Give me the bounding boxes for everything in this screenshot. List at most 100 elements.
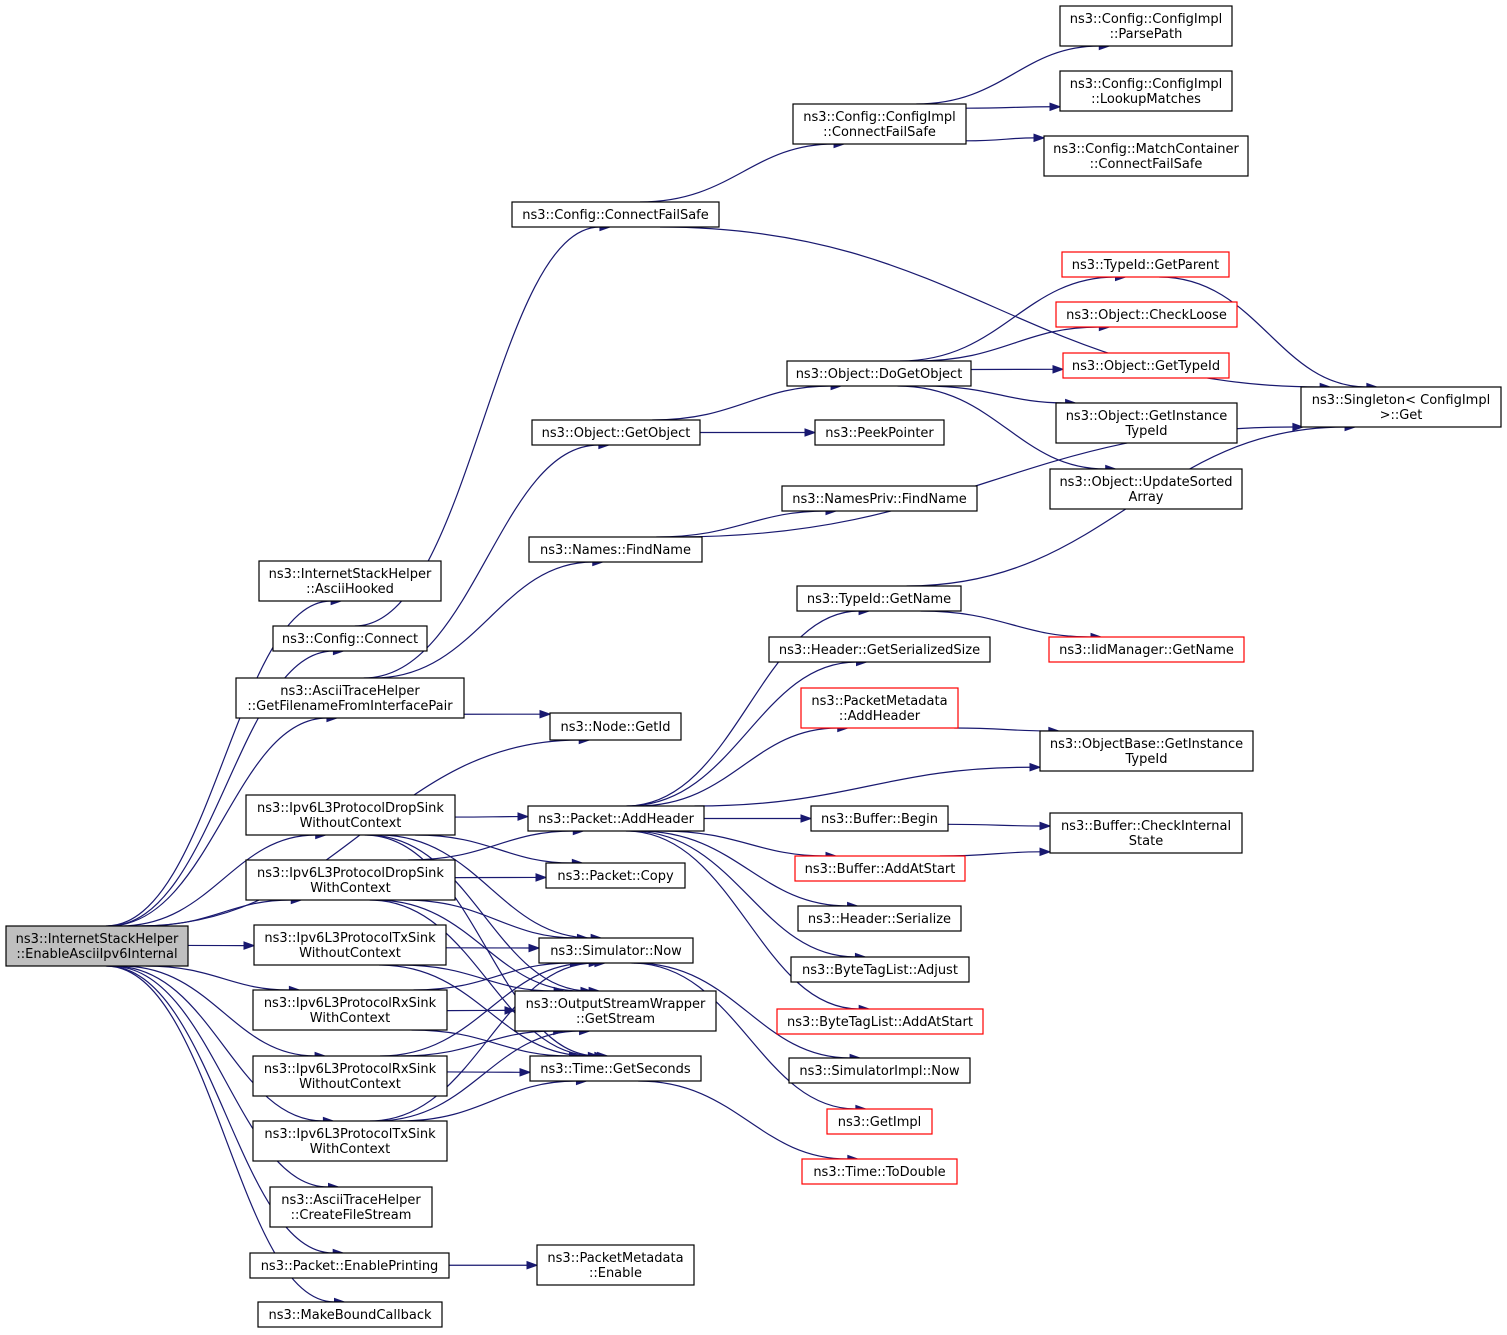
- node-label: ::GetFilenameFromInterfacePair: [247, 699, 453, 714]
- node-label: Array: [1128, 490, 1163, 505]
- node-cfgMatchCont[interactable]: ns3::Config::MatchContainer::ConnectFail…: [1043, 135, 1249, 177]
- node-singletonGet[interactable]: ns3::Singleton< ConfigImpl >::Get: [1300, 386, 1502, 428]
- node-label: ::GetStream: [576, 1012, 655, 1027]
- node-timeToDouble[interactable]: ns3::Time::ToDouble: [801, 1158, 958, 1185]
- node-pmEnable[interactable]: ns3::PacketMetadata::Enable: [536, 1244, 695, 1286]
- node-label: >::Get: [1380, 408, 1423, 423]
- node-asciiHooked[interactable]: ns3::InternetStackHelper::AsciiHooked: [258, 560, 442, 602]
- node-label: WithoutContext: [299, 1077, 401, 1092]
- node-osGetStream[interactable]: ns3::OutputStreamWrapper::GetStream: [514, 990, 717, 1032]
- node-pktCopy[interactable]: ns3::Packet::Copy: [545, 862, 686, 889]
- node-label: ns3::MakeBoundCallback: [268, 1308, 432, 1323]
- call-edge-typeIdGetName-iidGetName: [920, 610, 1103, 642]
- node-cfgLookup[interactable]: ns3::Config::ConfigImpl::LookupMatches: [1059, 70, 1233, 112]
- node-label: ns3::TypeId::GetParent: [1072, 258, 1220, 273]
- call-edge-bufBegin-bufCheckInt: [947, 821, 1052, 831]
- node-label: ns3::Object::UpdateSorted: [1059, 475, 1232, 490]
- node-label: ns3::Singleton< ConfigImpl: [1312, 393, 1490, 408]
- node-headerSerialize[interactable]: ns3::Header::Serialize: [797, 905, 962, 932]
- node-getFilename[interactable]: ns3::AsciiTraceHelper::GetFilenameFromIn…: [235, 677, 465, 719]
- node-pktAddHeader[interactable]: ns3::Packet::AddHeader: [527, 805, 705, 832]
- node-label: ns3::Object::DoGetObject: [796, 367, 963, 382]
- call-edge-rxSinkWO-osGetStream: [400, 1026, 566, 1057]
- node-label: ::LookupMatches: [1091, 92, 1201, 107]
- node-objGetTypeId[interactable]: ns3::Object::GetTypeId: [1062, 352, 1230, 379]
- call-edge-doGetObject-objGetTypeId: [970, 364, 1065, 374]
- node-label: ns3::Config::ConnectFailSafe: [522, 208, 709, 223]
- node-label: ns3::Time::ToDouble: [813, 1165, 945, 1180]
- node-doGetObject[interactable]: ns3::Object::DoGetObject: [786, 360, 972, 387]
- node-createFileStream[interactable]: ns3::AsciiTraceHelper::CreateFileStream: [269, 1186, 433, 1228]
- node-objGetObject[interactable]: ns3::Object::GetObject: [531, 419, 701, 446]
- node-bufAddAtStart[interactable]: ns3::Buffer::AddAtStart: [794, 855, 966, 882]
- node-label: ns3::Buffer::AddAtStart: [805, 862, 956, 877]
- node-root[interactable]: ns3::InternetStackHelper::EnableAsciiIpv…: [5, 925, 189, 967]
- node-label: ns3::SimulatorImpl::Now: [799, 1064, 960, 1079]
- node-label: ::Enable: [589, 1266, 642, 1281]
- node-label: ns3::Ipv6L3ProtocolDropSink: [257, 801, 444, 816]
- node-cfgConnect[interactable]: ns3::Config::Connect: [272, 625, 428, 652]
- call-edge-txSinkWO-simNow: [445, 943, 541, 953]
- node-label: ns3::GetImpl: [838, 1115, 922, 1130]
- node-timeGetSeconds[interactable]: ns3::Time::GetSeconds: [529, 1055, 702, 1082]
- node-simNow[interactable]: ns3::Simulator::Now: [538, 937, 694, 964]
- node-typeIdGetName[interactable]: ns3::TypeId::GetName: [796, 585, 962, 612]
- node-label: ns3::PacketMetadata: [547, 1251, 683, 1266]
- call-edge-pktAddHeader-bufBegin: [704, 814, 813, 823]
- node-label: ns3::Names::FindName: [540, 543, 691, 558]
- node-getImpl[interactable]: ns3::GetImpl: [826, 1108, 933, 1135]
- node-iidGetName[interactable]: ns3::IidManager::GetName: [1048, 636, 1245, 663]
- node-cfgConnectFS[interactable]: ns3::Config::ConnectFailSafe: [511, 201, 720, 228]
- node-objCheckLoose[interactable]: ns3::Object::CheckLoose: [1055, 301, 1238, 328]
- node-dropSinkWO[interactable]: ns3::Ipv6L3ProtocolDropSinkWithoutContex…: [245, 794, 456, 836]
- node-typeIdGetParent[interactable]: ns3::TypeId::GetParent: [1061, 251, 1230, 278]
- call-edge-root-txSinkWO: [187, 941, 256, 950]
- node-headerGetSer[interactable]: ns3::Header::GetSerializedSize: [768, 636, 991, 663]
- call-nodes: ns3::InternetStackHelper::EnableAsciiIpv…: [5, 5, 1502, 1328]
- node-nodeGetId[interactable]: ns3::Node::GetId: [549, 712, 682, 741]
- call-edge-rxSinkW-osGetStream: [446, 1006, 517, 1015]
- node-cfgImplConnectFS[interactable]: ns3::Config::ConfigImpl::ConnectFailSafe: [792, 103, 967, 145]
- node-label: ns3::InternetStackHelper: [16, 932, 179, 947]
- node-peekPointer[interactable]: ns3::PeekPointer: [814, 419, 945, 446]
- node-label: ns3::Config::Connect: [282, 632, 418, 647]
- node-label: TypeId: [1125, 424, 1168, 439]
- node-btlAddAtStart[interactable]: ns3::ByteTagList::AddAtStart: [776, 1008, 984, 1035]
- node-label: ns3::Object::CheckLoose: [1066, 308, 1227, 323]
- call-edge-objGetObject-doGetObject: [652, 381, 843, 421]
- node-label: ns3::ObjectBase::GetInstance: [1050, 737, 1243, 752]
- node-namesFind[interactable]: ns3::Names::FindName: [528, 536, 703, 563]
- node-label: ns3::ByteTagList::Adjust: [802, 963, 958, 978]
- node-label: ns3::Ipv6L3ProtocolTxSink: [264, 931, 436, 946]
- call-edge-bufAddAtStart-bufCheckInt: [939, 847, 1052, 857]
- node-label: WithContext: [310, 1142, 390, 1157]
- node-label: TypeId: [1125, 752, 1168, 767]
- node-label: ns3::TypeId::GetName: [807, 592, 951, 607]
- call-edge-doGetObject-objGetInstTid: [923, 385, 1078, 408]
- node-makeBound[interactable]: ns3::MakeBoundCallback: [257, 1301, 443, 1328]
- node-namesPrivFind[interactable]: ns3::NamesPriv::FindName: [781, 485, 978, 512]
- node-label: ns3::Packet::AddHeader: [538, 812, 694, 827]
- node-bufBegin[interactable]: ns3::Buffer::Begin: [810, 805, 949, 832]
- node-label: ns3::Node::GetId: [561, 720, 671, 735]
- node-simImplNow[interactable]: ns3::SimulatorImpl::Now: [788, 1057, 971, 1084]
- node-label: ns3::AsciiTraceHelper: [281, 1193, 421, 1208]
- node-cfgParsePath[interactable]: ns3::Config::ConfigImpl::ParsePath: [1059, 5, 1233, 47]
- node-enablePrinting[interactable]: ns3::Packet::EnablePrinting: [249, 1252, 450, 1279]
- call-edge-pktAddHeader-objBaseGetInst: [694, 762, 1042, 807]
- node-label: ns3::PacketMetadata: [811, 694, 947, 709]
- node-pmAddHeader[interactable]: ns3::PacketMetadata::AddHeader: [800, 687, 959, 729]
- node-label: ns3::NamesPriv::FindName: [792, 492, 966, 507]
- node-label: ns3::Object::GetInstance: [1066, 409, 1228, 424]
- node-label: WithoutContext: [300, 816, 402, 831]
- node-btlAdjust[interactable]: ns3::ByteTagList::Adjust: [790, 956, 970, 983]
